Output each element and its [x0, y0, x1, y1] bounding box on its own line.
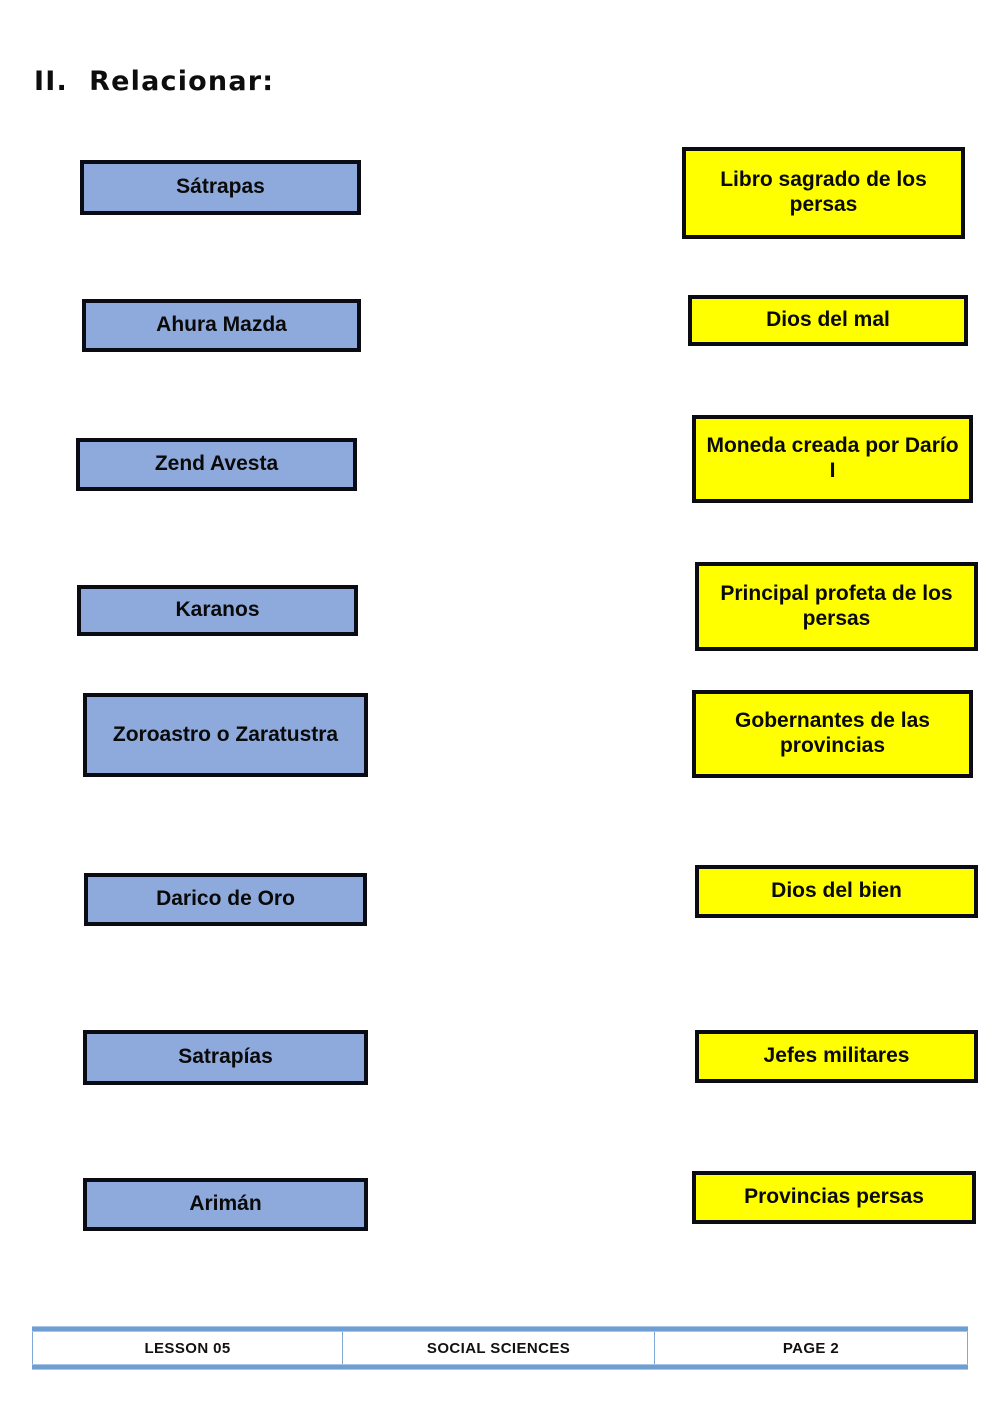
definition-label: Dios del mal	[766, 308, 890, 332]
term-label: Sátrapas	[176, 175, 265, 199]
definition-box[interactable]: Principal profeta de los persas	[695, 562, 978, 651]
term-label: Arimán	[189, 1192, 262, 1216]
term-box[interactable]: Satrapías	[83, 1030, 368, 1085]
definition-box[interactable]: Jefes militares	[695, 1030, 978, 1083]
term-label: Zend Avesta	[154, 452, 279, 476]
definition-label: Principal profeta de los persas	[720, 581, 953, 630]
term-box[interactable]: Arimán	[83, 1178, 368, 1231]
definition-box[interactable]: Dios del bien	[695, 865, 978, 918]
term-label: Satrapías	[178, 1045, 273, 1069]
definition-box[interactable]: Provincias persas	[692, 1171, 976, 1224]
page-footer: LESSON 05 SOCIAL SCIENCES PAGE 2	[32, 1326, 968, 1370]
page-title: II. Relacionar:	[34, 66, 275, 97]
definition-box[interactable]: Libro sagrado de los persas	[682, 147, 965, 239]
footer-row: LESSON 05 SOCIAL SCIENCES PAGE 2	[32, 1332, 968, 1364]
term-label: Karanos	[175, 598, 260, 622]
term-box[interactable]: Sátrapas	[80, 160, 361, 215]
definition-label: Jefes militares	[763, 1044, 910, 1068]
term-label: Zoroastro o Zaratustra	[112, 722, 339, 746]
term-label: Ahura Mazda	[156, 313, 287, 337]
footer-cell-subject: SOCIAL SCIENCES	[343, 1332, 656, 1364]
footer-bottom-rule	[32, 1364, 968, 1370]
definition-label: Provincias persas	[744, 1185, 924, 1209]
footer-top-rule	[32, 1326, 968, 1332]
term-label: Darico de Oro	[156, 887, 295, 911]
term-box[interactable]: Zoroastro o Zaratustra	[83, 693, 368, 777]
definition-box[interactable]: Gobernantes de las provincias	[692, 690, 973, 778]
term-box[interactable]: Karanos	[77, 585, 358, 636]
term-box[interactable]: Ahura Mazda	[82, 299, 361, 352]
footer-cell-lesson: LESSON 05	[33, 1332, 344, 1364]
term-box[interactable]: Zend Avesta	[76, 438, 357, 491]
definition-label: Dios del bien	[771, 879, 902, 903]
definition-box[interactable]: Dios del mal	[688, 295, 968, 346]
definition-label: Gobernantes de las provincias	[735, 709, 930, 757]
definition-label: Libro sagrado de los persas	[720, 168, 927, 216]
footer-cell-page: PAGE 2	[655, 1332, 967, 1364]
definition-box[interactable]: Moneda creada por Darío I	[692, 415, 973, 503]
term-box[interactable]: Darico de Oro	[84, 873, 367, 926]
definition-label: Moneda creada por Darío I	[706, 434, 959, 482]
